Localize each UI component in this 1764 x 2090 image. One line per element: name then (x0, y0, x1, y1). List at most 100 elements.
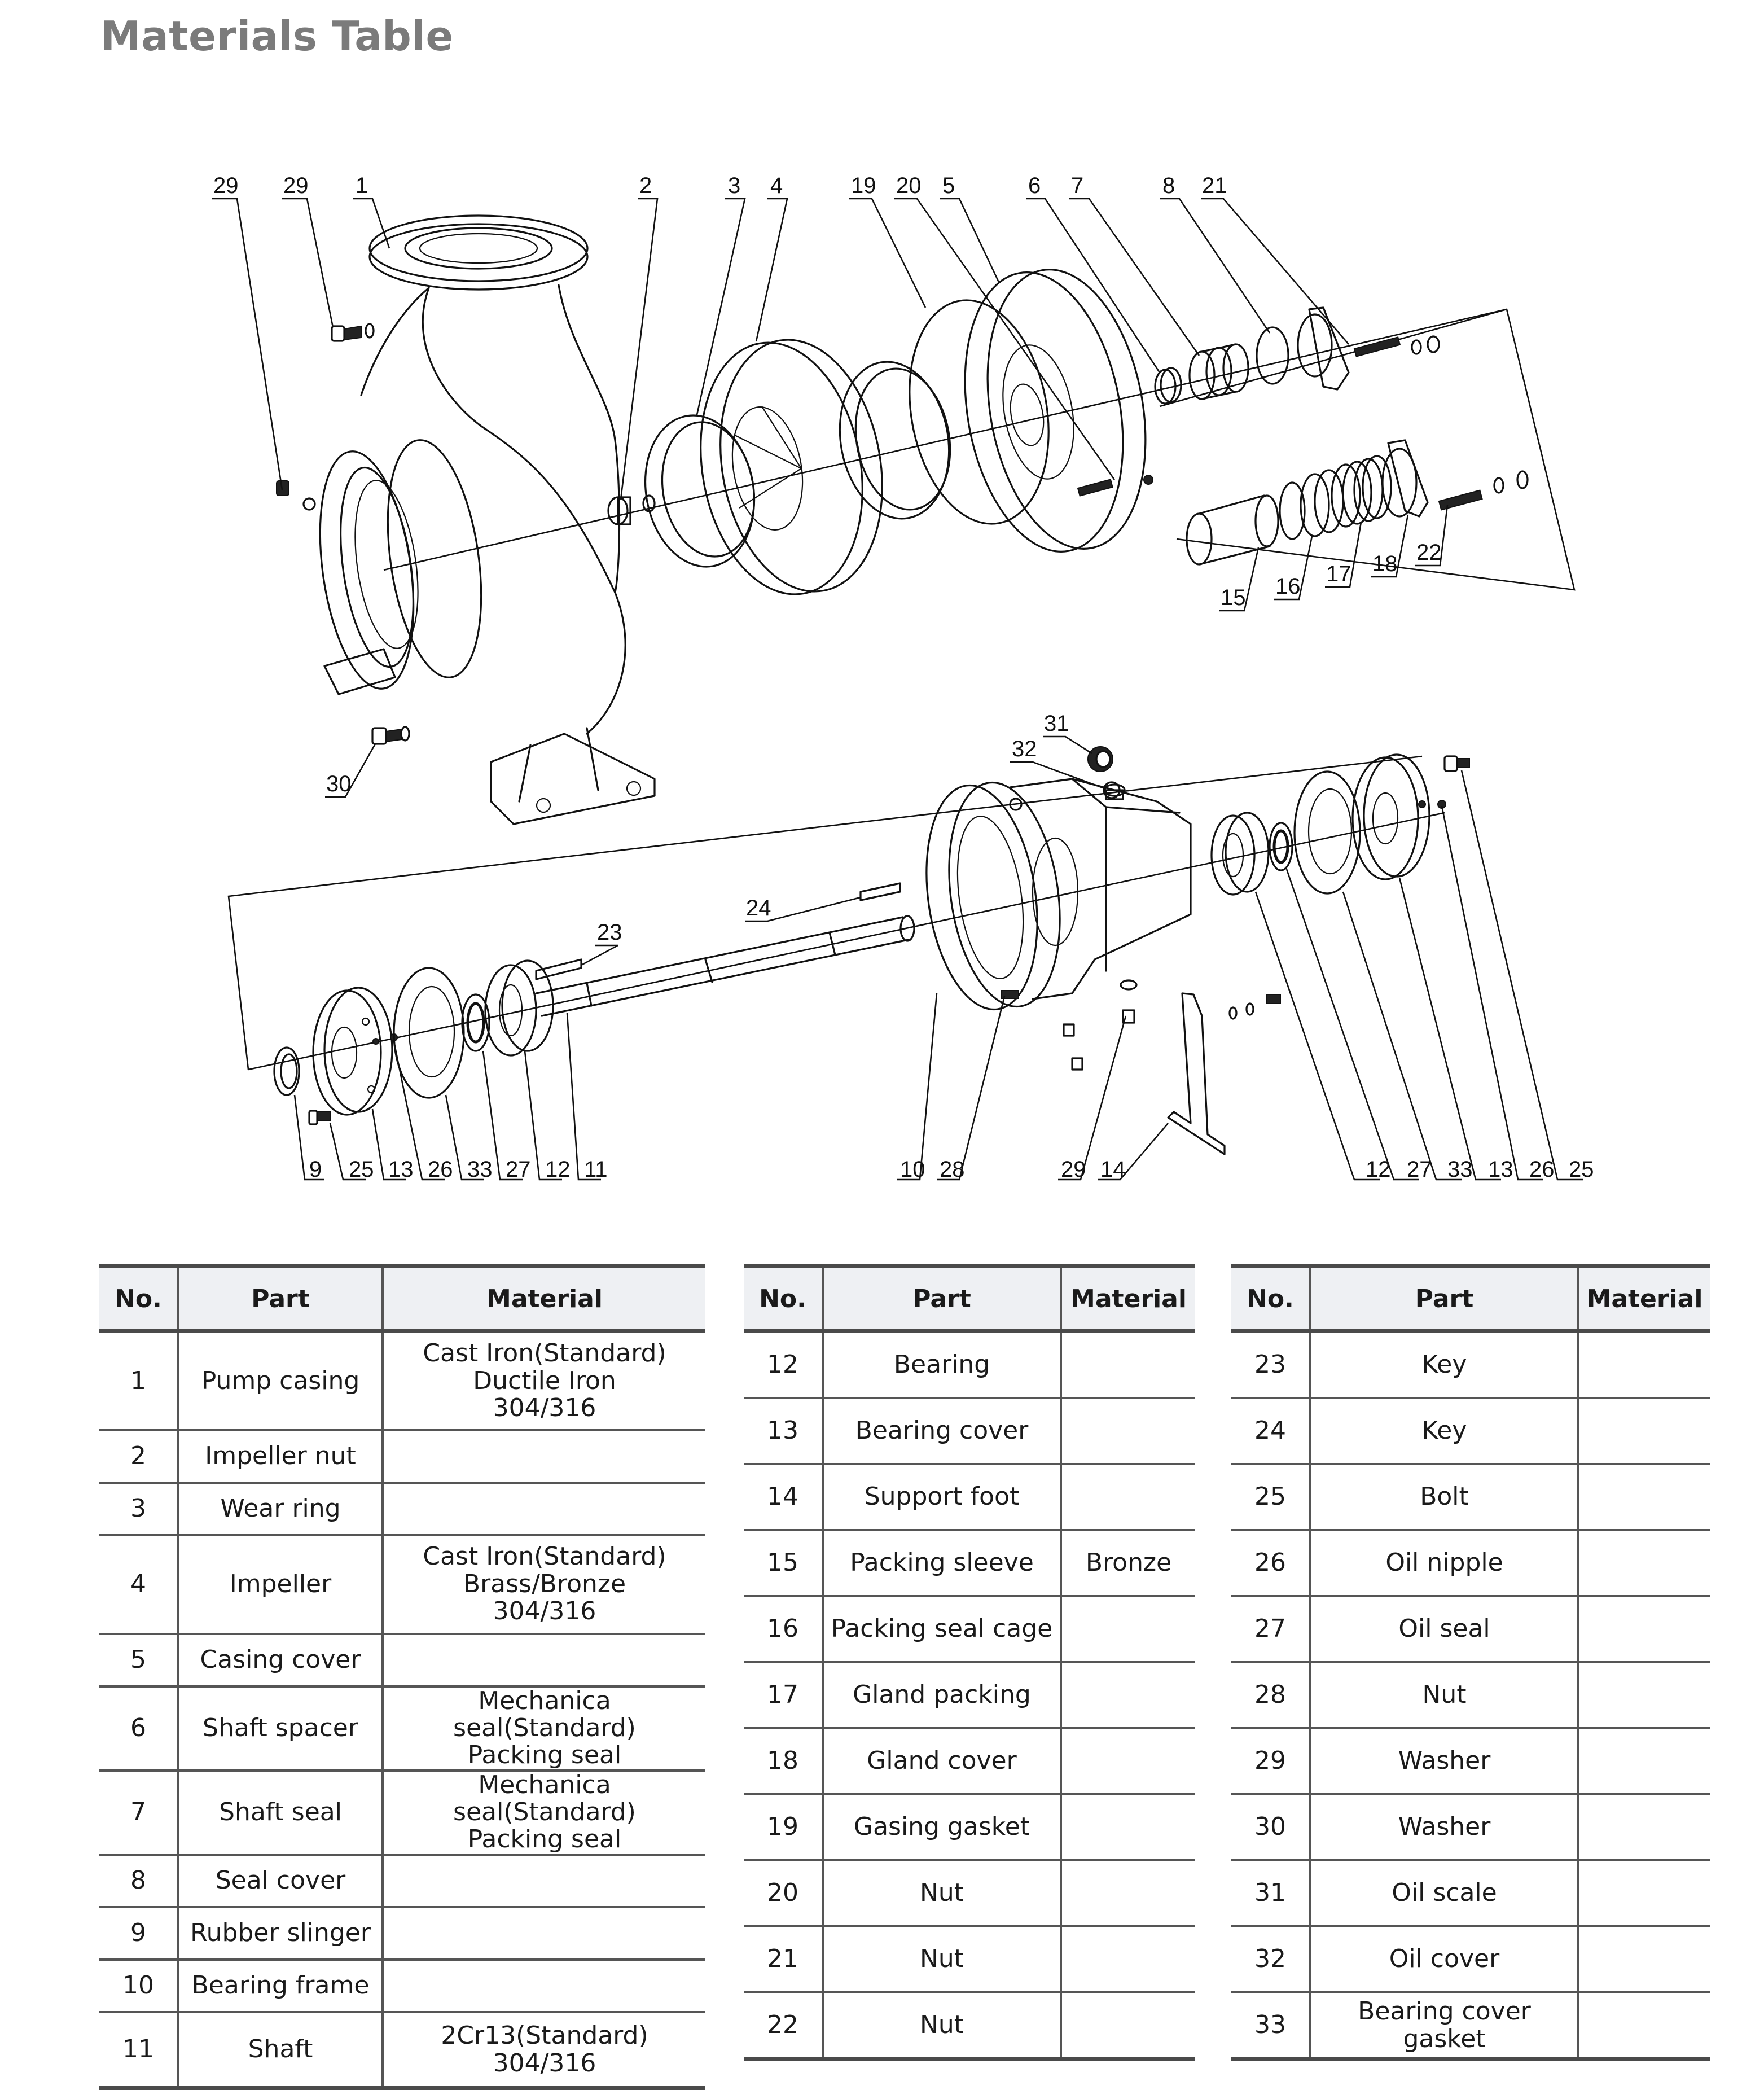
shaft-seal (1188, 343, 1249, 400)
header-no: No. (1231, 1264, 1310, 1333)
cell-part: Gasing gasket (822, 1794, 1061, 1861)
axis-line-upper (383, 308, 1507, 571)
bolt-29-upper (331, 323, 375, 342)
impeller-nut (607, 494, 656, 525)
svg-text:28: 28 (940, 1157, 965, 1182)
cell-part: Washer (1309, 1794, 1578, 1861)
oil-nipple-left (372, 1038, 379, 1045)
cell-material (381, 1959, 705, 2013)
svg-text:1: 1 (356, 173, 368, 198)
seal-cover (1297, 306, 1350, 391)
cell-no: 19 (744, 1794, 823, 1861)
cell-part: Packing sleeve (822, 1530, 1061, 1597)
cell-no: 1 (99, 1331, 178, 1431)
cell-part: Nut (822, 1992, 1061, 2061)
stud-21 (1353, 335, 1440, 357)
svg-text:18: 18 (1372, 551, 1398, 576)
support-foot (1167, 992, 1226, 1155)
casing-gasket-ring (839, 361, 951, 520)
bolt-25-left (308, 1110, 331, 1125)
svg-text:3: 3 (728, 173, 740, 198)
header-no: No. (744, 1264, 823, 1333)
svg-text:32: 32 (1012, 737, 1037, 761)
svg-text:25: 25 (349, 1157, 374, 1182)
cell-material (1060, 1992, 1195, 2061)
cell-material (1577, 1331, 1710, 1399)
cell-no: 32 (1231, 1926, 1310, 1993)
svg-text:12: 12 (545, 1157, 571, 1182)
seal-cover-gasket (1256, 326, 1289, 385)
bearing-left (484, 959, 554, 1057)
cell-no: 10 (99, 1959, 178, 2013)
svg-text:24: 24 (746, 896, 771, 921)
cell-part: Shaft seal (177, 1770, 383, 1856)
cell-material (1060, 1860, 1195, 1927)
cell-no: 31 (1231, 1860, 1310, 1927)
cell-no: 16 (744, 1596, 823, 1663)
bearing-cover-gasket-right (1293, 770, 1361, 895)
bolt-25-right (1443, 755, 1470, 772)
cell-part: Washer (1309, 1728, 1578, 1795)
svg-text:6: 6 (1028, 173, 1041, 198)
header-material: Material (381, 1264, 705, 1333)
cell-no: 8 (99, 1854, 178, 1908)
svg-text:16: 16 (1275, 574, 1301, 599)
nut-28 (1001, 990, 1019, 999)
packing-sleeve (1186, 494, 1279, 566)
cell-part: Rubber slinger (177, 1907, 383, 1961)
bearing-right (1210, 812, 1270, 896)
cell-part: Nut (1309, 1662, 1578, 1729)
cell-material (381, 1907, 705, 1961)
svg-text:27: 27 (506, 1157, 531, 1182)
header-no: No. (99, 1264, 178, 1333)
cell-material (1060, 1464, 1195, 1531)
header-material: Material (1577, 1264, 1710, 1333)
cell-material: Cast Iron(Standard) Ductile Iron 304/316 (381, 1331, 705, 1431)
cell-part: Key (1309, 1398, 1578, 1465)
bearing-cover-left (312, 987, 393, 1116)
shaft (535, 915, 915, 1017)
svg-text:19: 19 (851, 173, 876, 198)
svg-text:8: 8 (1162, 173, 1175, 198)
oil-nipple-right (1418, 800, 1426, 808)
assembly-frame-lower (227, 755, 1423, 1070)
assembly-frame-upper (1159, 308, 1576, 591)
cell-no: 3 (99, 1482, 178, 1536)
svg-text:33: 33 (467, 1157, 493, 1182)
pump-casing-drawing (319, 214, 656, 825)
oil-cover (1103, 783, 1126, 800)
cell-part: Pump casing (177, 1331, 383, 1431)
svg-text:20: 20 (896, 173, 922, 198)
cell-material (1060, 1331, 1195, 1399)
gland-cover (1381, 439, 1429, 518)
svg-text:26: 26 (1529, 1157, 1555, 1182)
svg-text:31: 31 (1044, 711, 1069, 736)
cell-part: Packing seal cage (822, 1596, 1061, 1663)
svg-text:9: 9 (309, 1157, 322, 1182)
cell-no: 9 (99, 1907, 178, 1961)
header-material: Material (1060, 1264, 1195, 1333)
svg-text:30: 30 (326, 772, 352, 796)
svg-text:17: 17 (1326, 562, 1351, 586)
cell-part: Oil nipple (1309, 1530, 1578, 1597)
svg-text:22: 22 (1416, 540, 1442, 565)
casing-cover (964, 269, 1147, 553)
